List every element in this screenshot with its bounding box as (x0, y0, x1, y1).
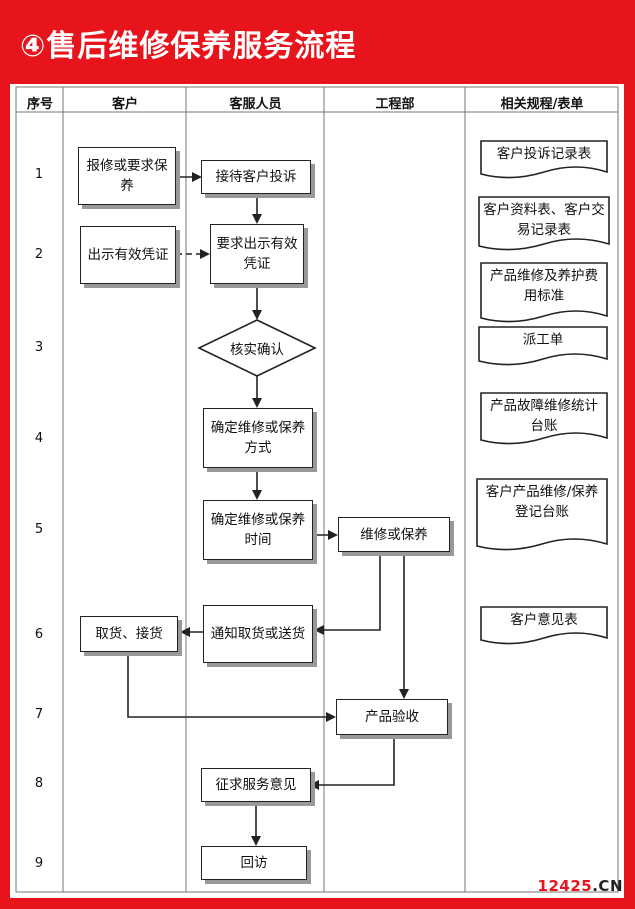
doc-label: 客户意见表 (510, 612, 578, 628)
node-acceptance: 产品验收 (336, 699, 448, 735)
doc-label: 客户投诉记录表 (496, 146, 592, 162)
doc-label: 产品维修及养护费用标准 (490, 268, 598, 304)
row-number: 1 (34, 167, 44, 182)
doc-complaint-record: 客户投诉记录表 (480, 140, 608, 180)
watermark: 12425.CN (538, 877, 623, 895)
node-verify: 核实确认 (230, 342, 284, 358)
watermark-domain: .CN (592, 877, 623, 895)
row-number: 6 (34, 627, 44, 642)
row-number: 9 (34, 856, 44, 871)
node-confirm-time: 确定维修或保养时间 (203, 500, 313, 560)
node-revisit: 回访 (201, 846, 307, 880)
node-receive-complaint: 接待客户投诉 (201, 160, 311, 194)
row-number: 8 (34, 776, 44, 791)
node-notify: 通知取货或送货 (203, 605, 313, 663)
swimlane-grid (15, 86, 619, 893)
doc-fee-standard: 产品维修及养护费用标准 (480, 262, 608, 326)
doc-label: 客户资料表、客户交易记录表 (483, 202, 605, 238)
doc-customer-data: 客户资料表、客户交易记录表 (478, 196, 610, 254)
node-collect-feedback: 征求服务意见 (201, 768, 311, 802)
doc-work-order: 派工单 (478, 326, 608, 368)
doc-maintenance-ledger: 客户产品维修/保养登记台账 (476, 478, 608, 554)
page-title: ④售后维修保养服务流程 (20, 29, 357, 64)
row-number: 5 (34, 522, 44, 537)
doc-fault-ledger: 产品故障维修统计台账 (480, 392, 608, 448)
doc-label: 客户产品维修/保养登记台账 (485, 484, 599, 520)
decision-diamond (197, 319, 317, 377)
node-request-voucher: 要求出示有效凭证 (210, 224, 304, 284)
node-pickup: 取货、接货 (80, 616, 178, 652)
header-customer: 客户 (111, 97, 138, 112)
node-confirm-method: 确定维修或保养方式 (203, 408, 313, 468)
row-number: 4 (34, 431, 44, 446)
row-number: 3 (34, 340, 44, 355)
row-number: 2 (34, 247, 44, 262)
header-documents: 相关规程/表单 (500, 97, 584, 112)
header-engineering: 工程部 (375, 97, 415, 112)
doc-label: 产品故障维修统计台账 (490, 398, 598, 434)
header-seq: 序号 (26, 97, 53, 112)
node-show-voucher: 出示有效凭证 (80, 226, 176, 284)
watermark-number: 12425 (537, 877, 593, 895)
node-report-repair: 报修或要求保养 (78, 147, 176, 205)
doc-opinion-form: 客户意见表 (480, 606, 608, 646)
row-number: 7 (34, 707, 44, 722)
node-repair: 维修或保养 (338, 517, 450, 552)
doc-label: 派工单 (522, 332, 564, 348)
header-service-staff: 客服人员 (229, 97, 282, 112)
